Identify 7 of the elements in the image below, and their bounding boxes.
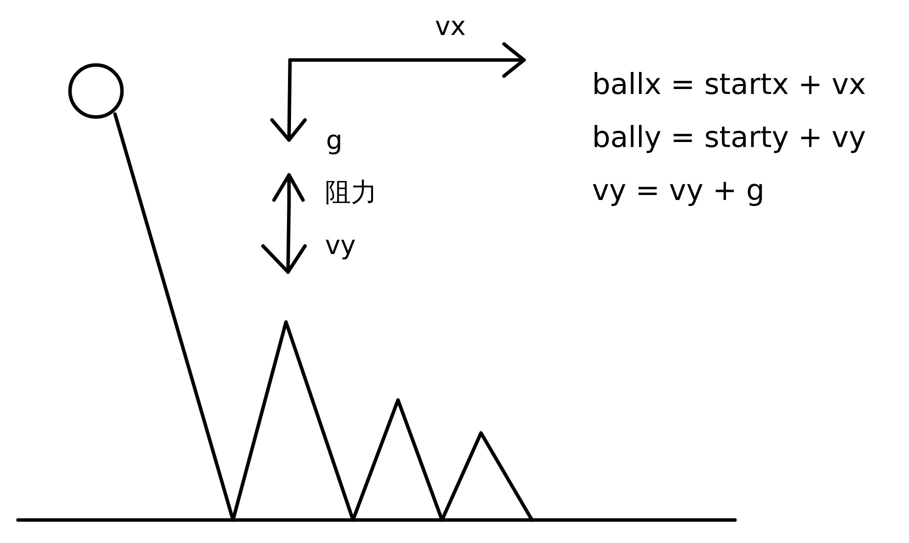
equation: ballx = startx + vx [592,70,866,99]
equation: vy = vy + g [592,176,765,205]
equation: bally = starty + vy [592,123,866,152]
drag-label: 阻力 [325,180,377,206]
velocity-label: vx [435,14,466,40]
gravity-label: g [326,128,343,154]
velocity-label: vy [325,233,356,259]
